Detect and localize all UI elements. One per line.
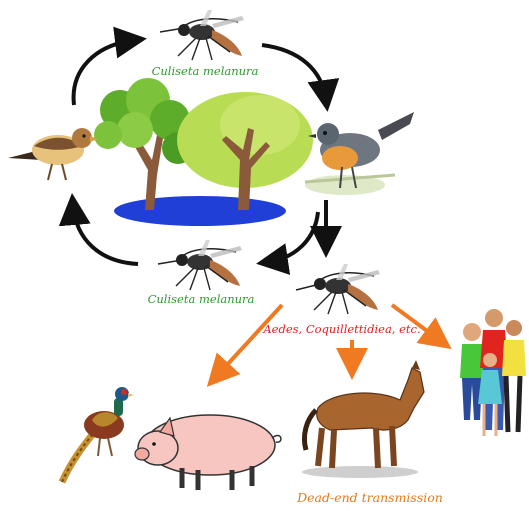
mosquito-icon (296, 264, 380, 314)
swamp-trees-icon (94, 78, 313, 226)
pig-icon (135, 415, 281, 490)
vector-label-top: Culiseta melanura (140, 64, 270, 78)
bridge-vector-label: Aedes, Coquillettidiea, etc. (262, 322, 422, 336)
human-family-icon (460, 309, 526, 436)
mosquito-icon (160, 10, 244, 60)
horse-icon (302, 360, 424, 478)
songbird-icon (305, 112, 414, 195)
vector-label-bottom: Culiseta melanura (136, 292, 266, 306)
dead-end-label: Dead-end transmission (285, 490, 455, 505)
pheasant-icon (62, 387, 134, 482)
arrow-mosquito-top-to-bird-right (262, 45, 326, 100)
arrow-to-pig (215, 305, 282, 378)
pond (114, 196, 286, 226)
mosquito-icon (158, 240, 242, 290)
spillover-arrows (215, 305, 442, 378)
bird-icon (8, 128, 98, 180)
arrow-bird-right-to-mosquito-bottom (268, 212, 318, 262)
